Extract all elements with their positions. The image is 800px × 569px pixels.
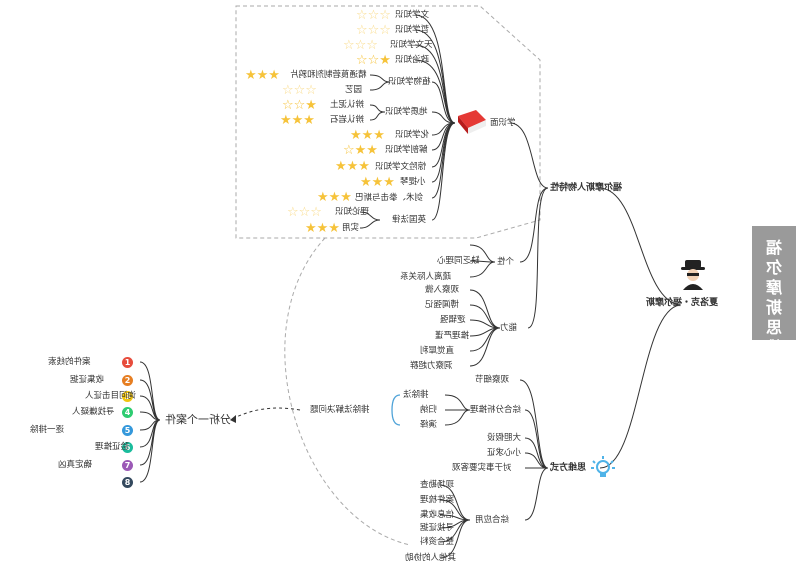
list-item[interactable]: 地质学知识 xyxy=(385,107,428,117)
list-item[interactable]: 确定真凶 xyxy=(58,460,93,470)
step-number-icon: 3 xyxy=(122,391,133,402)
list-item[interactable]: 小心求证 xyxy=(487,448,522,458)
list-item[interactable]: 大胆假设 xyxy=(487,433,522,443)
list-item[interactable]: 演绎 xyxy=(420,420,438,430)
branch-method[interactable]: 思维方式 xyxy=(550,463,587,473)
list-item[interactable]: 整合资料 xyxy=(420,537,455,547)
list-item[interactable]: 对于事实要客观 xyxy=(452,463,512,473)
personality-label[interactable]: 个性 xyxy=(497,257,515,267)
star-icon: ☆☆★ xyxy=(282,98,317,113)
list-item[interactable]: 理论知识 xyxy=(335,207,370,217)
step-number-icon: 2 xyxy=(122,375,133,386)
center-node[interactable]: 夏洛克・福尔摩斯 xyxy=(646,298,719,308)
star-icon: ★★★ xyxy=(350,128,385,143)
list-item[interactable]: 文学知识 xyxy=(395,10,430,20)
list-item[interactable]: 寻找嫌疑人 xyxy=(72,407,115,417)
list-item[interactable]: 综合分析推理 xyxy=(470,405,522,415)
list-item[interactable]: 寻找证据 xyxy=(420,523,455,533)
star-icon: ★★★ xyxy=(245,68,280,83)
list-item[interactable]: 缺乏同理心 xyxy=(437,256,480,266)
page-title: 福尔摩斯思维 xyxy=(766,238,783,357)
list-item[interactable]: 天文学知识 xyxy=(390,40,433,50)
list-item[interactable]: 案件梳理 xyxy=(420,495,455,505)
list-item[interactable]: 疏离人际关系 xyxy=(400,272,452,282)
list-item[interactable]: 剑术、拳击与斯巴 xyxy=(355,193,424,203)
step-number-icon: 5 xyxy=(122,425,133,436)
step-number-icon: 1 xyxy=(122,357,133,368)
analyze-label[interactable]: 分析一个案件 xyxy=(165,413,231,426)
list-item[interactable]: 植物学知识 xyxy=(388,77,431,87)
list-item[interactable]: 其他人的协助 xyxy=(405,553,457,563)
list-item[interactable]: 博闻强记 xyxy=(425,300,460,310)
star-icon: ★★★ xyxy=(280,113,315,128)
list-item[interactable]: 询问目击证人 xyxy=(85,391,137,401)
list-item[interactable]: 排除法 xyxy=(403,390,429,400)
star-icon: ☆★★ xyxy=(343,143,378,158)
star-icon: ☆☆★ xyxy=(356,53,391,68)
combine-label[interactable]: 综合应用 xyxy=(475,515,510,525)
list-item[interactable]: 推理严谨 xyxy=(435,331,470,341)
star-icon: ★★★ xyxy=(360,175,395,190)
list-item[interactable]: 小提琴 xyxy=(400,177,426,187)
list-item[interactable]: 英国法律 xyxy=(392,215,427,225)
list-item[interactable]: 哲学知识 xyxy=(395,25,430,35)
list-item[interactable]: 化学知识 xyxy=(395,130,430,140)
list-item[interactable]: 验证推理 xyxy=(95,442,130,452)
ability-label[interactable]: 能力 xyxy=(500,323,518,333)
list-item[interactable]: 实用 xyxy=(342,223,360,233)
list-item[interactable]: 归纳 xyxy=(420,405,438,415)
branch-skills[interactable]: 福尔摩斯人物特性 xyxy=(550,183,623,193)
book-icon xyxy=(456,110,488,140)
list-item[interactable]: 解剖学知识 xyxy=(385,145,428,155)
list-item[interactable]: 信息收集 xyxy=(420,510,455,520)
list-item[interactable]: 案件的线索 xyxy=(48,357,91,367)
star-icon: ★★★ xyxy=(335,159,370,174)
list-item[interactable]: 惊险文学知识 xyxy=(375,162,427,172)
step-number-icon: 8 xyxy=(122,477,133,488)
star-icon: ☆☆☆ xyxy=(287,205,322,220)
list-item[interactable]: 园艺 xyxy=(345,85,363,95)
list-item[interactable]: 逻辑强 xyxy=(440,315,466,325)
lightbulb-icon xyxy=(590,455,616,487)
analyze-source[interactable]: 排除法解决问题 xyxy=(310,405,370,415)
list-item[interactable]: 辨认泥土 xyxy=(330,100,365,110)
star-icon: ☆☆☆ xyxy=(343,38,378,53)
list-item[interactable]: 逐一排除 xyxy=(30,425,65,435)
star-icon: ☆☆☆ xyxy=(356,8,391,23)
list-item[interactable]: 观察细节 xyxy=(475,375,510,385)
knowledge-label[interactable]: 学识面 xyxy=(490,118,516,128)
step-number-icon: 4 xyxy=(122,407,133,418)
list-item[interactable]: 辨认岩石 xyxy=(330,115,365,125)
detective-icon xyxy=(680,258,706,290)
list-item[interactable]: 政治知识 xyxy=(395,55,430,65)
star-icon: ★★★ xyxy=(305,221,340,236)
list-item[interactable]: 收集证据 xyxy=(70,375,105,385)
title-box xyxy=(752,226,796,340)
step-number-icon: 6 xyxy=(122,442,133,453)
list-item[interactable]: 精通莨菪制剂和鸦片 xyxy=(290,70,367,80)
list-item[interactable]: 观察入微 xyxy=(425,285,460,295)
star-icon: ☆☆☆ xyxy=(356,23,391,38)
list-item[interactable]: 直觉犀利 xyxy=(420,346,455,356)
star-icon: ★★★ xyxy=(317,190,352,205)
list-item[interactable]: 洞察力超群 xyxy=(410,361,453,371)
step-number-icon: 7 xyxy=(122,460,133,471)
star-icon: ☆☆☆ xyxy=(282,83,317,98)
list-item[interactable]: 现场勘查 xyxy=(420,480,455,490)
